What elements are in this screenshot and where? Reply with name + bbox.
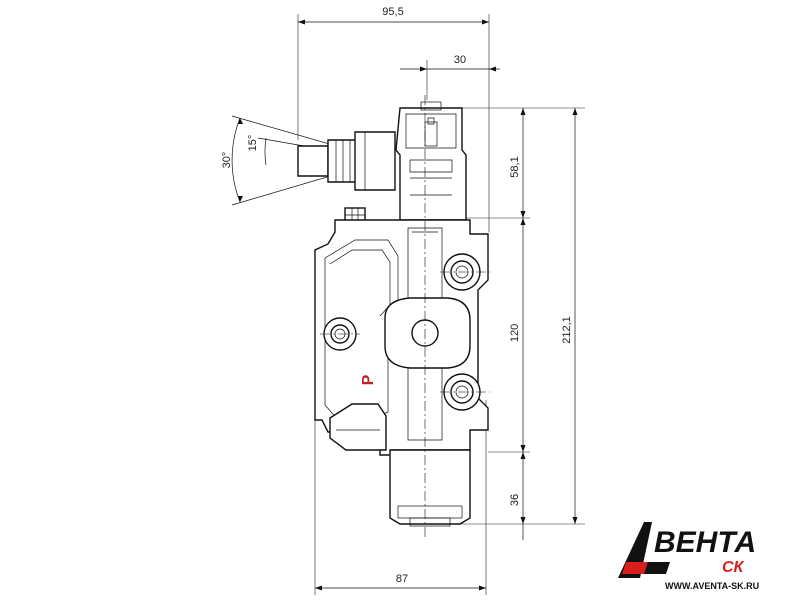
dim-bottom-height: 36 bbox=[509, 494, 521, 506]
dim-angle-inner: 15° bbox=[247, 135, 259, 152]
port-p-label: P bbox=[360, 374, 377, 385]
brand-logo: ВЕНТА СК WWW.AVENTA-SK.RU bbox=[618, 522, 759, 591]
dim-total-height: 212,1 bbox=[561, 316, 573, 344]
dim-overall-width: 95,5 bbox=[382, 6, 403, 18]
brand-suffix: СК bbox=[722, 559, 745, 576]
dim-mount-spacing: 120 bbox=[509, 324, 521, 342]
spool-bore bbox=[384, 297, 471, 369]
bleed-screw bbox=[344, 207, 366, 223]
dimension-labels: 95,5 30 87 58,1 120 36 212,1 30° 15° bbox=[221, 6, 573, 585]
dim-angle-outer: 30° bbox=[221, 152, 233, 169]
center-lines bbox=[320, 95, 490, 540]
dim-top-offset: 30 bbox=[454, 54, 466, 66]
hydraulic-fitting bbox=[297, 131, 396, 191]
dim-body-width: 87 bbox=[396, 573, 408, 585]
dim-upper-height: 58,1 bbox=[509, 156, 521, 177]
brand-website: WWW.AVENTA-SK.RU bbox=[665, 581, 759, 591]
dimension-lines bbox=[231, 19, 578, 591]
brand-name: ВЕНТА bbox=[654, 526, 756, 559]
logo-mark bbox=[618, 522, 670, 578]
valve-body: P bbox=[297, 101, 489, 527]
